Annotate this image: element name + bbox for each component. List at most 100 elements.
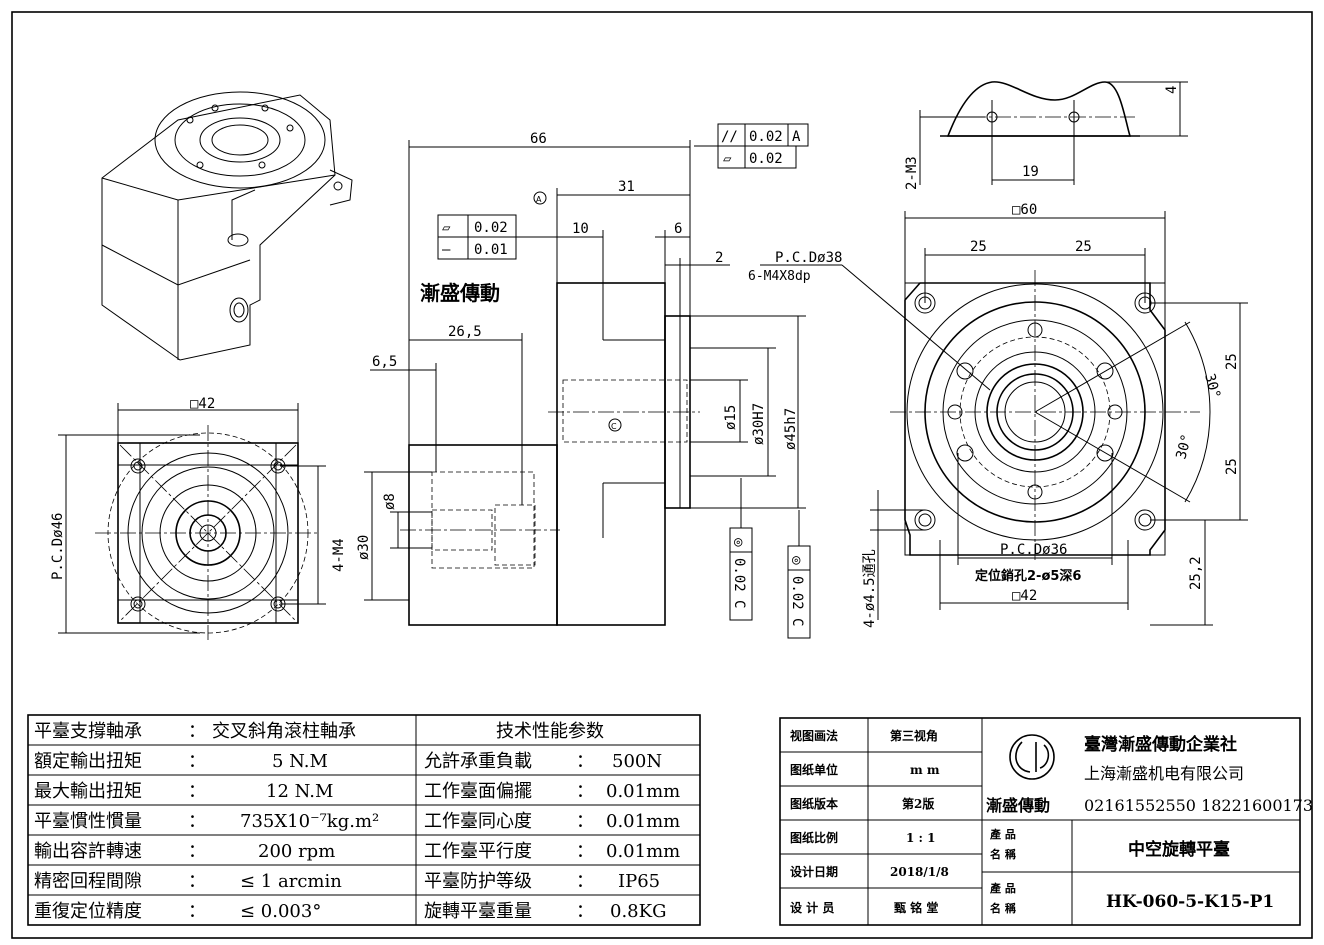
detail-dim-4: 4 [1164, 86, 1180, 94]
title-block: 视图画法 第三视角 图纸单位 m m 图纸版本 第2版 图纸比例 1 : 1 设… [779, 717, 1313, 926]
dim-square42: □42 [1012, 588, 1037, 604]
model-name: HK-060-5-K15-P1 [1106, 892, 1274, 912]
tb-value: 第三视角 [890, 728, 938, 743]
spec-left-value: 12 N.M [266, 781, 333, 802]
tb-label: 设计日期 [790, 864, 838, 879]
spec-table: 平臺支撐軸承 ： 交叉斜角滾柱軸承 技术性能参数 額定輸出扭矩 ： 5 N.M … [27, 714, 701, 926]
dim-pcd36: P.C.Dø36 [1000, 542, 1067, 558]
isometric-view [101, 91, 353, 361]
spec-left-sep: ： [188, 871, 206, 892]
spec-left-sep: ： [188, 751, 206, 772]
svg-text:0.02: 0.02 [789, 576, 805, 610]
right-view: 30° 30° P.C.Dø38 6-M4X8dp □60 25 25 25 2… [748, 202, 1248, 628]
spec-left-sep: ： [188, 841, 206, 862]
dim-pin-hole: 定位銷孔2-ø5深6 [974, 568, 1081, 584]
dim-pcd38: P.C.Dø38 [775, 250, 842, 266]
svg-text:0.01: 0.01 [474, 242, 508, 258]
front-pcd-dim: P.C.Dø46 [50, 513, 66, 580]
dim-v25-2: 25,2 [1188, 556, 1204, 590]
product-label-2: 名 稱 [990, 847, 1016, 861]
dim-6-5: 6,5 [372, 354, 397, 370]
dim-thread-6m4: 6-M4X8dp [748, 269, 811, 284]
spec-left-value: 5 N.M [272, 751, 328, 772]
spec-right-sep: ： [576, 841, 594, 862]
spec-right-value: 0.01mm [606, 811, 680, 832]
top-detail-view: 19 4 2-M3 [904, 81, 1188, 190]
company-phones: 02161552550 18221600173 [1084, 796, 1313, 815]
tb-value: 第2版 [902, 796, 934, 811]
spec-bearing-label: 平臺支撐軸承 [34, 721, 142, 742]
front-view: □42 P.C.Dø46 4-M4 [50, 396, 347, 640]
datum-a-label: A [536, 195, 542, 204]
dim-d30: ø30 [356, 535, 372, 560]
spec-right-label: 平臺防护等级 [424, 871, 532, 892]
detail-thread: 2-M3 [904, 156, 920, 190]
gdt-bottom-frame-2: ◎ 0.02 C [787, 510, 811, 639]
spec-bearing-sep: ： [188, 721, 206, 742]
svg-text:0.02: 0.02 [731, 558, 747, 592]
svg-text:—: — [442, 242, 451, 258]
dim-d15: ø15 [723, 405, 739, 430]
dim-square60: □60 [1012, 202, 1037, 218]
dim-left25: 25 [970, 239, 987, 255]
spec-left-label: 平臺慣性慣量 [34, 811, 142, 832]
dim-d30h7: ø30H7 [751, 403, 767, 445]
gdt-left-frame: ▱ 0.02 — 0.01 [437, 214, 557, 260]
spec-right-label: 工作臺同心度 [424, 811, 532, 832]
model-label-1: 產 品 [989, 881, 1016, 895]
svg-text://: // [721, 129, 738, 145]
dim-66: 66 [530, 131, 547, 147]
spec-left-label: 精密回程間隙 [34, 871, 142, 892]
gdt-bottom-frame-1: ◎ 0.02 C [729, 478, 753, 621]
dim-holes: 4-ø4.5通孔 [862, 549, 878, 628]
svg-text:0.02: 0.02 [749, 151, 783, 167]
detail-dim-19: 19 [1022, 164, 1039, 180]
company-tw: 臺灣漸盛傳動企業社 [1084, 734, 1237, 755]
gdt-top-frame: // 0.02 A ▱ 0.02 [694, 123, 809, 169]
model-label-2: 名 稱 [990, 901, 1016, 915]
front-thread-dim: 4-M4 [331, 538, 347, 572]
spec-right-value: 0.01mm [606, 841, 680, 862]
svg-text:C: C [789, 618, 805, 626]
svg-text:▱: ▱ [723, 151, 732, 167]
spec-left-value: 200 rpm [258, 841, 335, 862]
tb-value: m m [910, 763, 940, 777]
spec-right-value: 500N [612, 751, 662, 772]
spec-right-sep: ： [576, 901, 594, 922]
tb-value: 2018/1/8 [890, 865, 949, 879]
tb-value: 甄 铭 堂 [894, 900, 938, 915]
spec-right-label: 工作臺平行度 [424, 841, 532, 862]
spec-right-sep: ： [576, 781, 594, 802]
tb-value: 1 : 1 [906, 831, 935, 845]
spec-right-value: IP65 [618, 871, 660, 892]
svg-text:▱: ▱ [442, 220, 451, 236]
spec-left-sep: ： [188, 901, 206, 922]
dim-v25-top: 25 [1224, 353, 1240, 370]
dim-v25-bottom: 25 [1224, 458, 1240, 475]
spec-left-label: 輸出容許轉速 [34, 841, 142, 862]
spec-right-value: 0.01mm [606, 781, 680, 802]
dim-2: 2 [715, 250, 723, 266]
logo-text: 漸盛傳動 [986, 796, 1050, 815]
sheet-border [11, 11, 1313, 939]
spec-right-label: 允許承重負載 [424, 751, 532, 772]
side-view: C A 漸盛傳動 66 31 10 6 2 26,5 6,5 ø15 [356, 123, 811, 639]
spec-left-sep: ： [188, 781, 206, 802]
dim-6: 6 [674, 221, 682, 237]
tb-label: 图纸版本 [790, 796, 838, 811]
spec-right-value: 0.8KG [610, 901, 666, 922]
product-name: 中空旋轉平臺 [1128, 839, 1230, 860]
angle-30-bottom: 30° [1173, 432, 1195, 461]
spec-bearing-value: 交叉斜角滾柱軸承 [212, 721, 356, 742]
spec-right-label: 工作臺面偏擺 [424, 781, 532, 802]
spec-right-label: 旋轉平臺重量 [424, 901, 532, 922]
spec-left-value: ≤ 0.003° [240, 901, 321, 922]
spec-right-sep: ： [576, 811, 594, 832]
tb-label: 图纸单位 [790, 762, 838, 777]
spec-right-sep: ： [576, 751, 594, 772]
tb-label: 图纸比例 [790, 830, 838, 845]
svg-text:◎: ◎ [792, 552, 801, 568]
svg-text:◎: ◎ [734, 534, 743, 550]
svg-text:C: C [731, 600, 747, 608]
